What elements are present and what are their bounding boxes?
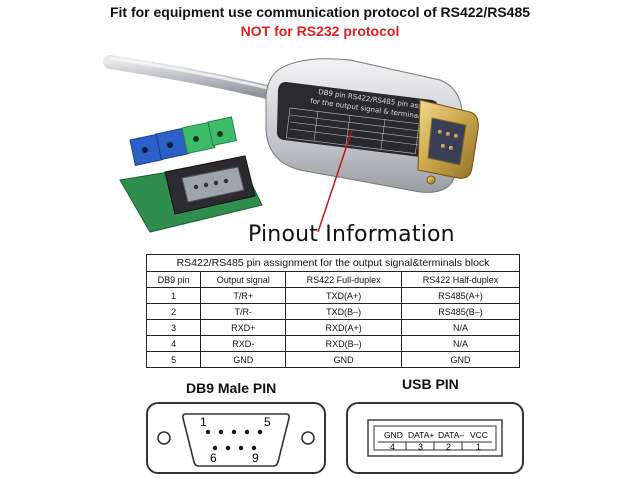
- mount-hole-right: [301, 431, 315, 445]
- usb-label-data-minus: DATA–: [438, 430, 464, 440]
- usb-contacts: [405, 442, 463, 450]
- cell-pin: 3: [145, 319, 202, 336]
- table-caption: RS422/RS485 pin assignment for the outpu…: [146, 254, 520, 271]
- db9-d-shell: [182, 413, 290, 467]
- header-rs422-half: RS422 Half-duplex: [401, 271, 520, 288]
- usb-num-2: 2: [446, 442, 451, 452]
- usb-num-3: 3: [418, 442, 423, 452]
- usb-num-1: 1: [476, 442, 481, 452]
- cell-signal: RXD+: [200, 319, 287, 336]
- cell-signal: T/R+: [200, 287, 287, 304]
- table-row: 4 RXD- RXD(B–) N/A: [145, 335, 520, 352]
- cell-pin: 1: [145, 287, 202, 304]
- cell-full-duplex: TXD(B–): [285, 303, 403, 320]
- usb-label-vcc: VCC: [470, 430, 488, 440]
- db9-pin-1-label: 1: [200, 415, 207, 429]
- db9-pins-row1: [205, 429, 263, 435]
- usb-port-inner: [373, 425, 497, 451]
- mount-hole-left: [157, 431, 171, 445]
- cell-half-duplex: RS485(A+): [401, 287, 520, 304]
- product-photo: DB9 pin RS422/RS485 pin assignment for t…: [103, 55, 479, 233]
- usb-cable: [103, 55, 287, 102]
- table-row: 3 RXD+ RXD(A+) N/A: [145, 319, 520, 336]
- cell-full-duplex: RXD(A+): [285, 319, 403, 336]
- usb-pin-diagram: GND DATA+ DATA– VCC 4 3 2 1: [346, 402, 524, 474]
- headline-protocol: Fit for equipment use communication prot…: [109, 4, 531, 20]
- cell-pin: 5: [145, 351, 202, 368]
- headline-warning: NOT for RS232 protocol: [240, 23, 400, 39]
- pointer-line: [317, 129, 353, 233]
- usb-port-outline: [367, 419, 503, 457]
- header-output-signal: Output signal: [200, 271, 287, 288]
- pin-assignment-table: RS422/RS485 pin assignment for the outpu…: [145, 254, 520, 368]
- usb-pin-drawing: GND DATA+ DATA– VCC 4 3 2 1: [367, 419, 503, 457]
- db9-male-connector: [417, 99, 479, 185]
- usb-label-gnd: GND: [384, 430, 403, 440]
- pinout-title: Pinout Information: [248, 222, 455, 247]
- db9-section-title: DB9 Male PIN: [186, 380, 277, 396]
- table-row: 1 T/R+ TXD(A+) RS485(A+): [145, 287, 520, 304]
- db9-pin-5-label: 5: [264, 415, 271, 429]
- cell-pin: 4: [145, 335, 202, 352]
- db9-pin-diagram: 1 5 6 9: [146, 402, 326, 474]
- table-row: 2 T/R- TXD(B–) RS485(B–): [145, 303, 520, 320]
- terminal-block-module: [119, 116, 263, 233]
- usb-num-4: 4: [390, 442, 395, 452]
- db9-pin-6-label: 6: [210, 451, 217, 465]
- usb-label-data-plus: DATA+: [408, 430, 434, 440]
- db9-pin-drawing: 1 5 6 9: [157, 413, 315, 467]
- cell-signal: T/R-: [200, 303, 287, 320]
- header-db9-pin: DB9 pin: [145, 271, 202, 288]
- db9-pins-row2: [212, 445, 257, 451]
- cell-pin: 2: [145, 303, 202, 320]
- header-rs422-full: RS422 Full-duplex: [285, 271, 403, 288]
- cell-half-duplex: RS485(B–): [401, 303, 520, 320]
- table-row: 5 GND GND GND: [145, 351, 520, 368]
- table-header-row: DB9 pin Output signal RS422 Full-duplex …: [145, 271, 520, 288]
- cell-half-duplex: GND: [401, 351, 520, 368]
- db9-pin-9-label: 9: [252, 451, 259, 465]
- cell-full-duplex: RXD(B–): [285, 335, 403, 352]
- cell-half-duplex: N/A: [401, 319, 520, 336]
- cell-signal: RXD-: [200, 335, 287, 352]
- cell-full-duplex: TXD(A+): [285, 287, 403, 304]
- usb-section-title: USB PIN: [402, 376, 459, 392]
- cell-signal: GND: [200, 351, 287, 368]
- cell-full-duplex: GND: [285, 351, 403, 368]
- cell-half-duplex: N/A: [401, 335, 520, 352]
